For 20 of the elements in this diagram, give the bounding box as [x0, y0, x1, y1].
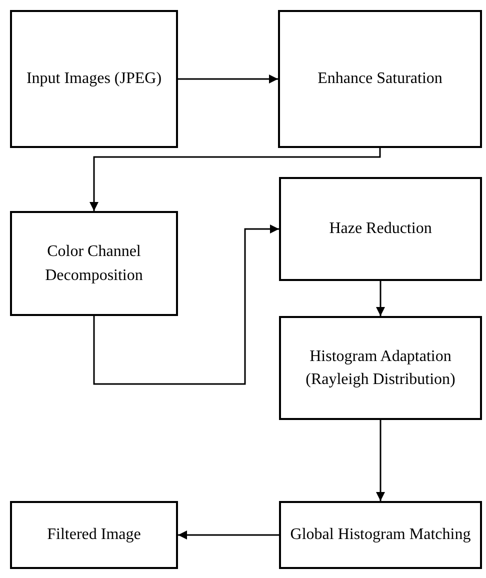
box-label: Enhance Saturation — [318, 69, 442, 90]
arrow — [90, 148, 381, 211]
box-label: Haze Reduction — [329, 219, 432, 240]
process-box — [10, 501, 178, 569]
arrow — [178, 530, 279, 540]
process-box — [10, 211, 178, 316]
process-box — [279, 177, 482, 281]
arrow — [93, 224, 279, 385]
arrow — [376, 281, 385, 316]
process-box — [279, 501, 482, 569]
process-box — [279, 316, 482, 420]
arrow — [376, 420, 385, 501]
box-label: Global Histogram Matching — [290, 525, 471, 546]
arrow — [178, 74, 278, 84]
box-label: Input Images (JPEG) — [26, 69, 162, 90]
process-box — [278, 10, 482, 148]
process-box — [10, 10, 178, 148]
box-label: Color Channel Decomposition — [44, 242, 144, 286]
box-label: Filtered Image — [47, 525, 141, 546]
box-label: Histogram Adaptation (Rayleigh Distribution) — [304, 346, 456, 390]
